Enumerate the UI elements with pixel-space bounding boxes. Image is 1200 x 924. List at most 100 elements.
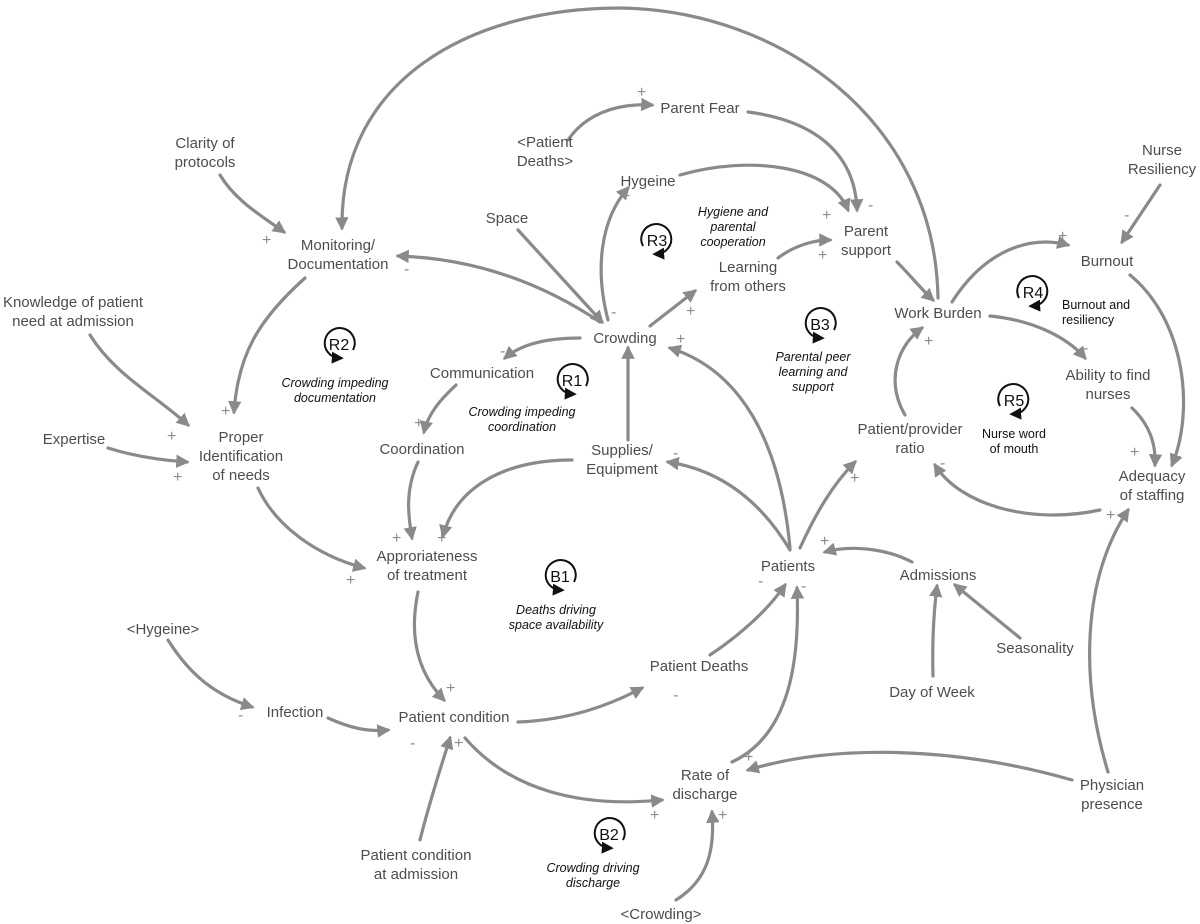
edge-monitoring-properid bbox=[228, 276, 307, 415]
sign-plus: + bbox=[822, 207, 831, 224]
sign-plus: + bbox=[446, 680, 455, 697]
edge-pdeaths-patients bbox=[708, 582, 787, 657]
node-patient-condition: Patient condition bbox=[399, 709, 510, 726]
sign-minus: - bbox=[1124, 207, 1129, 224]
sign-plus: + bbox=[850, 470, 859, 487]
loop-b3: B3 bbox=[804, 307, 837, 344]
edge-physician-adequacy bbox=[1088, 507, 1130, 774]
text-line: Coordination bbox=[379, 441, 464, 458]
text-line: Deaths driving bbox=[516, 603, 596, 617]
text-line: Work Burden bbox=[894, 305, 981, 322]
edge-crowding-hygeine bbox=[599, 185, 630, 322]
text-line: ratio bbox=[895, 440, 924, 457]
edge-physician-discharge bbox=[745, 750, 1074, 782]
sign-minus: - bbox=[758, 573, 763, 590]
node-crowding-ref: <Crowding> bbox=[621, 906, 702, 923]
edge-pcadmission-pcondition bbox=[418, 735, 454, 842]
node-burnout: Burnout bbox=[1081, 253, 1134, 270]
text-line: resiliency bbox=[1062, 313, 1115, 327]
text-line: Physician bbox=[1080, 777, 1144, 794]
text-line: Expertise bbox=[43, 431, 106, 448]
text-line: support bbox=[841, 242, 892, 259]
loop-r5: R5 bbox=[997, 383, 1030, 420]
sign-plus: + bbox=[686, 303, 695, 320]
edge-appropriateness-pcondition bbox=[412, 590, 446, 702]
loop-b1: B1 bbox=[544, 559, 577, 596]
node-work-burden: Work Burden bbox=[894, 305, 981, 322]
edge-patients-ppr bbox=[798, 460, 857, 550]
sign-minus: - bbox=[340, 211, 345, 228]
node-communication: Communication bbox=[430, 365, 534, 382]
text-line: learning and bbox=[779, 365, 849, 379]
text-line: Admissions bbox=[900, 567, 977, 584]
text-line: Proper bbox=[218, 429, 263, 446]
text-line: <Patient bbox=[517, 134, 573, 151]
node-space: Space bbox=[486, 210, 529, 227]
loop-r2: R2 bbox=[323, 327, 356, 364]
node-patient-deaths: Patient Deaths bbox=[650, 658, 748, 675]
node-crowding: Crowding bbox=[593, 330, 656, 347]
edge-communication-coordination bbox=[419, 383, 458, 435]
text-line: Nurse bbox=[1142, 142, 1182, 159]
edge-patients-crowding bbox=[667, 344, 792, 550]
text-line: at admission bbox=[374, 866, 458, 883]
text-line: Clarity of bbox=[175, 135, 235, 152]
text-line: Patient condition bbox=[399, 709, 510, 726]
text-line: Space bbox=[486, 210, 529, 227]
edge-knowledge-properid bbox=[88, 333, 190, 427]
text-line: Crowding impeding bbox=[468, 405, 575, 419]
text-line: Rate of bbox=[681, 767, 730, 784]
node-patients: Patients bbox=[761, 558, 815, 575]
text-line: support bbox=[792, 380, 834, 394]
edge-crowding-monitoring bbox=[395, 249, 602, 324]
text-line: Burnout and bbox=[1062, 298, 1130, 312]
text-line: Burnout bbox=[1081, 253, 1134, 270]
edge-adequacy-ppr bbox=[933, 462, 1102, 517]
sign-minus: - bbox=[940, 455, 945, 472]
sign-plus: + bbox=[818, 247, 827, 264]
sign-plus: + bbox=[437, 530, 446, 547]
loop-r4-id: R4 bbox=[1023, 285, 1044, 302]
edge-expertise-properid bbox=[106, 446, 190, 468]
loop-r1-id: R1 bbox=[562, 373, 583, 390]
text-line: cooperation bbox=[700, 235, 765, 249]
text-line: presence bbox=[1081, 796, 1143, 813]
edge-resiliency-burnout bbox=[1120, 183, 1162, 245]
node-admissions: Admissions bbox=[900, 567, 977, 584]
text-line: Patient/provider bbox=[857, 421, 962, 438]
text-line: Day of Week bbox=[889, 684, 975, 701]
text-line: Identification bbox=[199, 448, 283, 465]
text-line: <Crowding> bbox=[621, 906, 702, 923]
text-line: Parent bbox=[844, 223, 889, 240]
sign-plus: + bbox=[621, 188, 630, 205]
text-line: Hygeine bbox=[620, 173, 675, 190]
text-line: Equipment bbox=[586, 461, 659, 478]
text-line: of staffing bbox=[1120, 487, 1185, 504]
text-line: Seasonality bbox=[996, 640, 1074, 657]
text-line: Approriateness bbox=[377, 548, 478, 565]
edge-ability-adequacy bbox=[1130, 406, 1163, 468]
node-seasonality: Seasonality bbox=[996, 640, 1074, 657]
node-infection: Infection bbox=[267, 704, 324, 721]
edge-workburden-ability bbox=[988, 314, 1087, 361]
polarity-signs: + - + - + - + - + + + - + + - - + + + - … bbox=[167, 84, 1181, 824]
sign-plus: + bbox=[1058, 228, 1067, 245]
sign-plus: + bbox=[221, 403, 230, 420]
text-line: <Hygeine> bbox=[127, 621, 200, 638]
sign-minus: - bbox=[238, 707, 243, 724]
node-hygeine: Hygeine bbox=[620, 173, 675, 190]
edge-deathsref-parentfear bbox=[566, 97, 655, 142]
text-line: Crowding bbox=[593, 330, 656, 347]
text-line: Resiliency bbox=[1128, 161, 1197, 178]
sign-plus: + bbox=[820, 533, 829, 550]
